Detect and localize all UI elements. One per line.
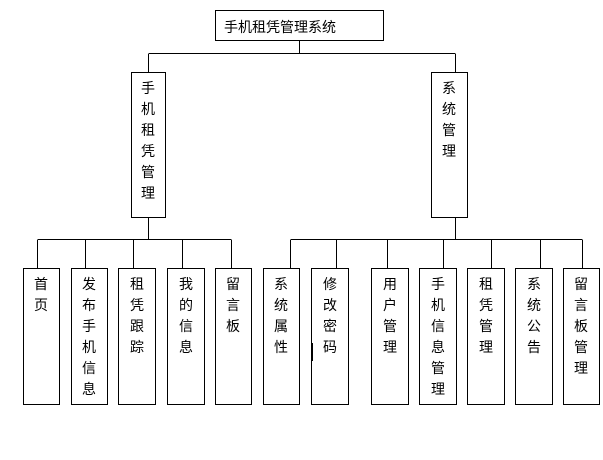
leaf-node-my-info: 我的信息 bbox=[167, 268, 205, 405]
branch-node-system-management: 系统管理 bbox=[431, 72, 468, 218]
leaf-label: 留言板管理 bbox=[574, 277, 588, 377]
leaf-node-publish-phone-info: 发布手机信息 bbox=[71, 268, 108, 405]
leaf-node-rental-management: 租凭管理 bbox=[467, 268, 505, 405]
leaf-label: 修改密码 bbox=[323, 277, 337, 356]
leaf-node-message-board: 留言板 bbox=[215, 268, 252, 405]
leaf-label: 发布手机信息 bbox=[82, 277, 96, 398]
leaf-label: 用户管理 bbox=[383, 277, 397, 356]
leaf-node-system-properties: 系统属性 bbox=[263, 268, 300, 405]
leaf-node-user-management: 用户管理 bbox=[371, 268, 409, 405]
leaf-node-change-password: 修改密码 bbox=[311, 268, 349, 405]
leaf-label: 留言板 bbox=[226, 277, 240, 335]
leaf-label: 系统公告 bbox=[527, 277, 541, 356]
branch-label: 系统管理 bbox=[442, 81, 456, 160]
leaf-node-rental-tracking: 租凭跟踪 bbox=[118, 268, 156, 405]
leaf-label: 我的信息 bbox=[179, 277, 193, 356]
leaf-node-system-announcement: 系统公告 bbox=[515, 268, 553, 405]
text-cursor-mark bbox=[311, 343, 313, 361]
leaf-label: 手机信息管理 bbox=[431, 277, 445, 398]
branch-node-rental-management: 手机租凭管理 bbox=[131, 72, 166, 218]
leaf-node-home: 首页 bbox=[23, 268, 60, 405]
leaf-label: 系统属性 bbox=[274, 277, 288, 356]
leaf-node-phone-info-management: 手机信息管理 bbox=[419, 268, 457, 405]
branch-label: 手机租凭管理 bbox=[141, 81, 155, 202]
leaf-node-message-board-management: 留言板管理 bbox=[563, 268, 600, 405]
root-node: 手机租凭管理系统 bbox=[215, 10, 384, 41]
leaf-label: 租凭跟踪 bbox=[130, 277, 144, 356]
root-label: 手机租凭管理系统 bbox=[224, 20, 336, 36]
leaf-label: 首页 bbox=[34, 277, 48, 314]
leaf-label: 租凭管理 bbox=[479, 277, 493, 356]
